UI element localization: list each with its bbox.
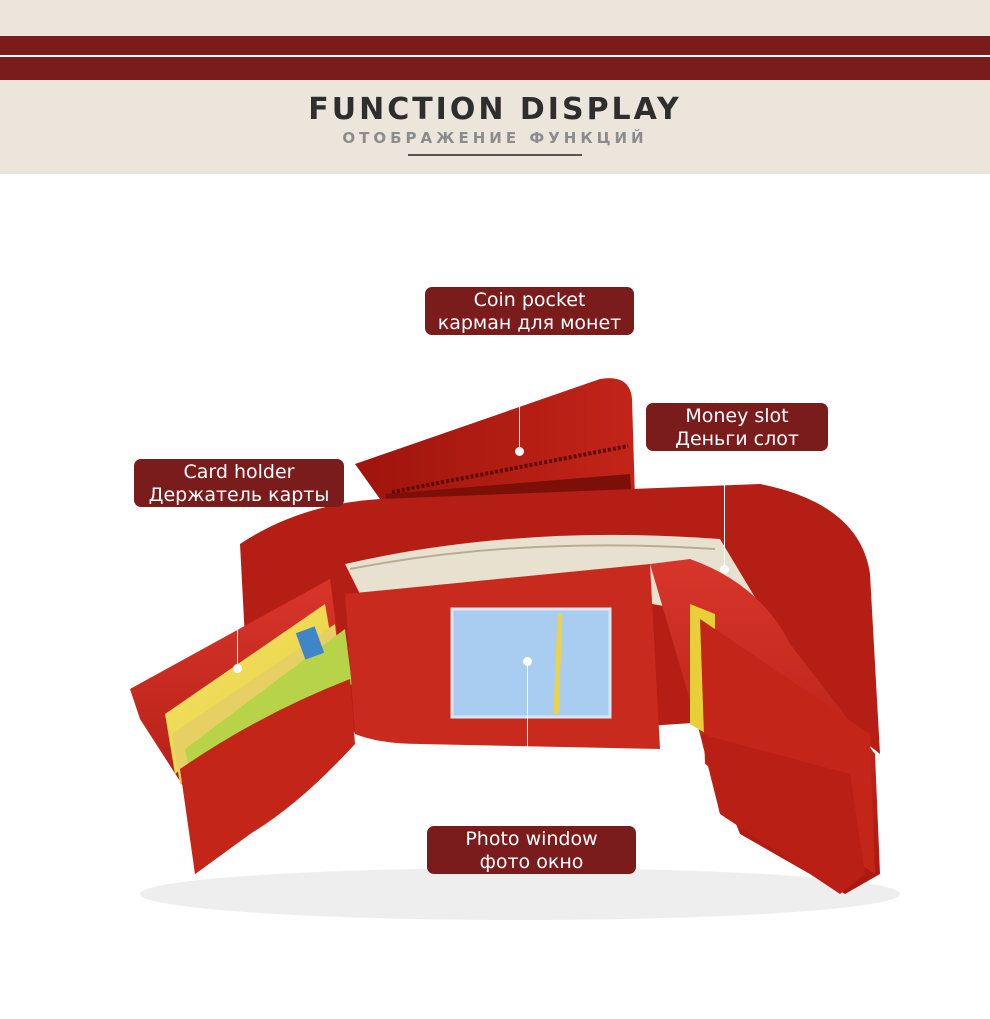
- section-header: FUNCTION DISPLAY ОТОБРАЖЕНИЕ ФУНКЦИЙ: [0, 80, 990, 174]
- photo-window-leader: [527, 660, 528, 826]
- photo-window-label-ru: фото окно: [479, 851, 584, 873]
- section-subtitle: ОТОБРАЖЕНИЕ ФУНКЦИЙ: [342, 129, 648, 147]
- photo-window-label-en: Photo window: [465, 828, 598, 850]
- section-title: FUNCTION DISPLAY: [308, 92, 682, 127]
- card-holder-label-ru: Держатель карты: [148, 484, 330, 506]
- money-slot-label-en: Money slot: [685, 405, 789, 427]
- title-underline: [408, 154, 582, 156]
- card-holder-leader: [237, 507, 238, 667]
- photo-window-marker: [523, 657, 532, 666]
- wallet-photo: [130, 378, 900, 920]
- top-strip: [0, 0, 990, 36]
- card-pocket: [180, 679, 355, 874]
- band-divider: [0, 55, 990, 57]
- money-slot-label: Money slot Деньги слот: [646, 403, 828, 451]
- zipper: [391, 444, 629, 494]
- money-slot-marker: [720, 565, 729, 574]
- card-holder-label: Card holder Держатель карты: [134, 459, 344, 507]
- coin-pocket-flap: [355, 378, 635, 499]
- coin-pocket-label: Coin pocket карман для монет: [425, 287, 634, 335]
- wallet-shadow: [140, 868, 900, 920]
- coin-pocket-marker: [515, 447, 524, 456]
- coin-pocket-label-ru: карман для монет: [437, 312, 622, 334]
- card-holder-marker: [233, 664, 242, 673]
- coin-pocket-label-en: Coin pocket: [473, 289, 586, 311]
- brand-band: [0, 36, 990, 80]
- coin-pocket-leader: [519, 335, 520, 450]
- card-holder-label-en: Card holder: [183, 461, 295, 483]
- photo-window-label: Photo window фото окно: [427, 826, 636, 874]
- money-slot-label-ru: Деньги слот: [675, 428, 799, 450]
- money-slot-leader: [724, 451, 725, 569]
